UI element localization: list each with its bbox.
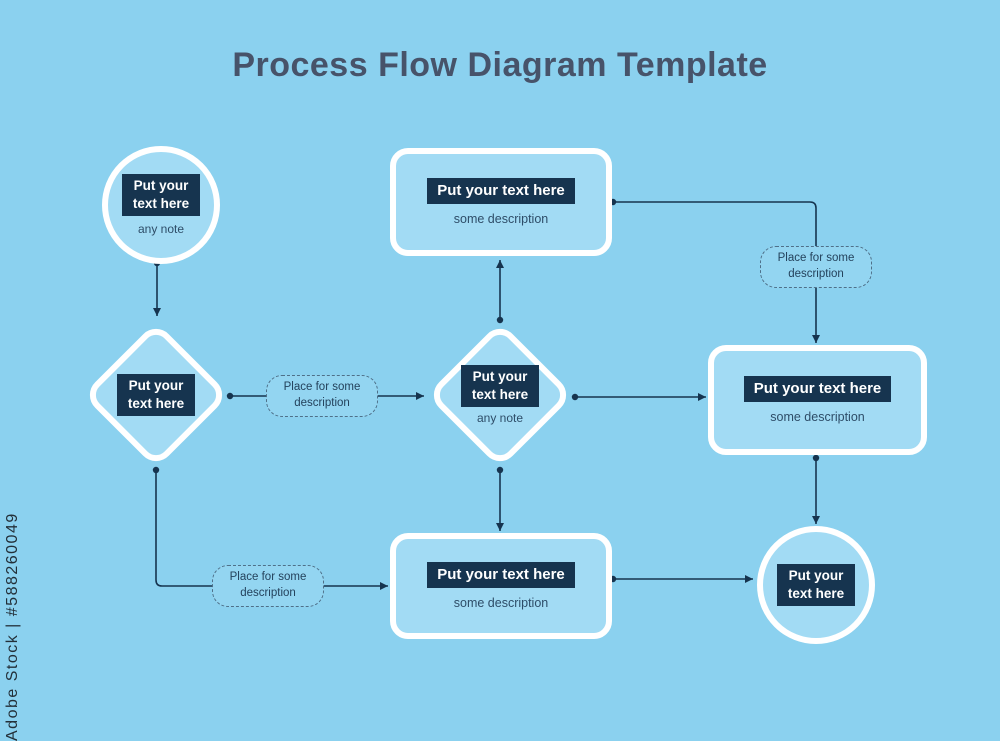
- annotation-bubble-top-right: Place for some description: [760, 246, 872, 288]
- node-label-badge: Put your text here: [427, 178, 575, 204]
- node-label-badge: Put your text here: [461, 365, 539, 407]
- annotation-text: Place for some description: [229, 571, 307, 599]
- top-process-node: Put your text here some description: [390, 148, 612, 256]
- annotation-text: Place for some description: [283, 381, 361, 409]
- node-label-badge: Put your text here: [122, 174, 200, 216]
- start-circle-node: Put your text here any note: [102, 146, 220, 264]
- annotation-bubble-mid-left: Place for some description: [266, 375, 378, 417]
- node-description: some description: [453, 211, 549, 226]
- right-process-node: Put your text here some description: [708, 345, 927, 455]
- node-label-badge: Put your text here: [117, 374, 195, 416]
- annotation-text: Place for some description: [777, 252, 855, 280]
- node-description: some description: [453, 595, 549, 610]
- end-circle-node: Put your text here: [757, 526, 875, 644]
- page-title: Process Flow Diagram Template: [232, 46, 768, 84]
- left-decision-node: Put your text here: [82, 321, 230, 469]
- annotation-bubble-bottom-left: Place for some description: [212, 565, 324, 607]
- connector-path: [155, 470, 388, 590]
- node-note: any note: [137, 221, 185, 236]
- node-label-badge: Put your text here: [777, 564, 855, 606]
- connector-path: [613, 201, 820, 343]
- stock-watermark: Adobe Stock | #588260049: [4, 512, 21, 741]
- node-note: any note: [476, 410, 524, 425]
- node-label-badge: Put your text here: [427, 562, 575, 588]
- node-label-badge: Put your text here: [743, 376, 892, 402]
- center-decision-node: Put your text here any note: [426, 321, 574, 469]
- bottom-process-node: Put your text here some description: [390, 533, 612, 639]
- node-description: some description: [770, 409, 865, 424]
